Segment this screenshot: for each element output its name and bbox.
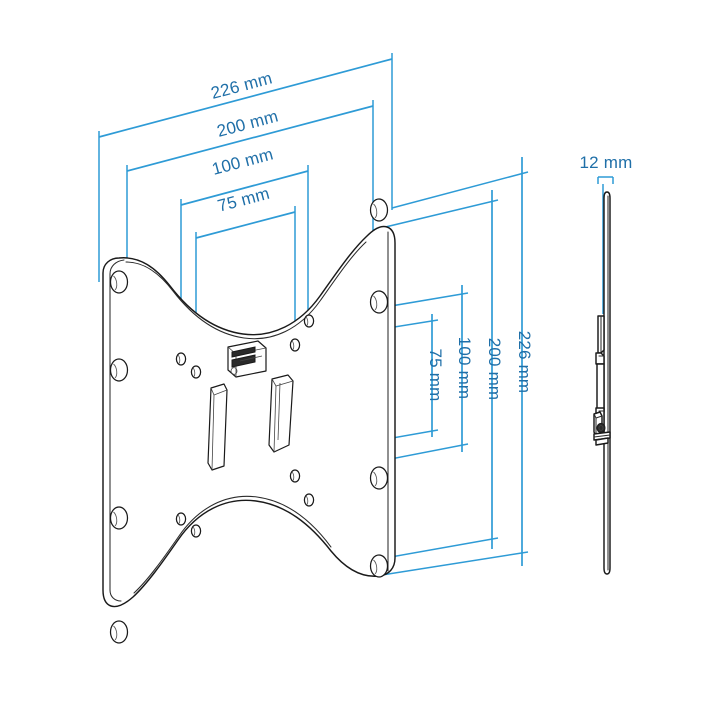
corner-hole-top-right (369, 198, 389, 222)
dimension-label-75-vertical: 75 mm (426, 349, 445, 402)
corner-hole-mid-right-lower (369, 466, 389, 490)
mount-tab-right (268, 374, 294, 453)
front-view (102, 198, 396, 644)
side-screw-head (596, 422, 606, 434)
wall-plate-contour-bottom (133, 495, 332, 594)
side-upper-hook (595, 315, 605, 413)
corner-hole-top-left (109, 270, 129, 294)
corner-hole-bottom-left (109, 620, 129, 644)
dimension-12-thickness (597, 176, 614, 314)
side-lower-clamp (593, 407, 611, 446)
wall-plate-contour-top (125, 241, 367, 340)
corner-hole-mid-left-lower (109, 506, 129, 530)
dimension-label-200-horizontal: 200 mm (215, 106, 280, 140)
dimension-label-12-thickness: 12 mm (580, 153, 633, 172)
dimension-226-vertical (381, 157, 529, 576)
wall-plate-edge-left-top (109, 259, 125, 275)
vesa-hole-top-right-75 (289, 338, 301, 352)
corner-hole-bottom-right (369, 554, 389, 578)
vesa-hole-bottom-right-100 (303, 493, 315, 507)
side-plate-body (603, 191, 611, 575)
wall-plate-outline (102, 225, 396, 608)
dimension-label-100-vertical: 100 mm (455, 337, 474, 400)
dimension-label-226-vertical: 226 mm (515, 331, 534, 394)
corner-hole-mid-left-upper (109, 358, 129, 382)
wall-plate-edge-left-bot (109, 589, 122, 602)
side-view: 12 mm (580, 153, 633, 575)
dimension-label-100-horizontal: 100 mm (210, 144, 275, 178)
vesa-hole-top-left-75 (190, 365, 202, 379)
mount-tab-left (207, 383, 228, 471)
corner-hole-mid-right-upper (369, 290, 389, 314)
vesa-hole-bottom-left-100 (175, 512, 187, 526)
vesa-hole-bottom-right-75 (289, 469, 301, 483)
vesa-hole-top-right-100 (303, 314, 315, 328)
dimension-226-horizontal (98, 53, 393, 282)
vesa-hole-bottom-left-75 (190, 524, 202, 538)
center-clip-bracket (227, 340, 267, 378)
vesa-hole-top-left-100 (175, 352, 187, 366)
dimension-label-226-horizontal: 226 mm (209, 68, 274, 102)
vertical-dimension-group: 226 mm 200 mm 100 mm 75 mm (294, 157, 534, 576)
dimension-label-200-vertical: 200 mm (485, 338, 504, 401)
